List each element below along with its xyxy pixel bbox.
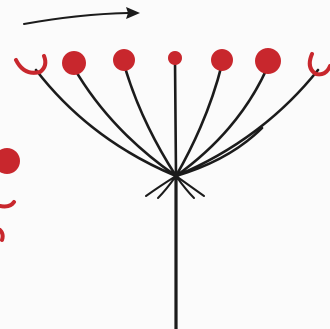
flower-bud-small bbox=[168, 51, 182, 65]
neighbor-fragment bbox=[0, 148, 20, 240]
bract-left bbox=[146, 176, 176, 196]
arrow-right-icon bbox=[126, 7, 140, 19]
flower-bud-1 bbox=[62, 51, 86, 75]
ray-6 bbox=[176, 66, 268, 176]
umbel-flowers bbox=[16, 48, 330, 75]
umbel-rays bbox=[36, 60, 318, 176]
arrow-shaft bbox=[24, 13, 128, 24]
flower-bud-4 bbox=[255, 48, 281, 74]
neighbor-cup bbox=[0, 202, 14, 207]
ray-2 bbox=[74, 68, 176, 176]
neighbor-cup-lower bbox=[0, 230, 3, 240]
ray-3 bbox=[124, 64, 176, 176]
flower-bud-3 bbox=[211, 49, 233, 71]
direction-arrow bbox=[24, 7, 140, 24]
flower-bud-2 bbox=[113, 49, 135, 71]
neighbor-bud bbox=[0, 148, 20, 174]
flower-cup-left bbox=[16, 56, 45, 73]
flower-cup-right bbox=[310, 54, 330, 74]
ray-4 bbox=[175, 60, 176, 176]
